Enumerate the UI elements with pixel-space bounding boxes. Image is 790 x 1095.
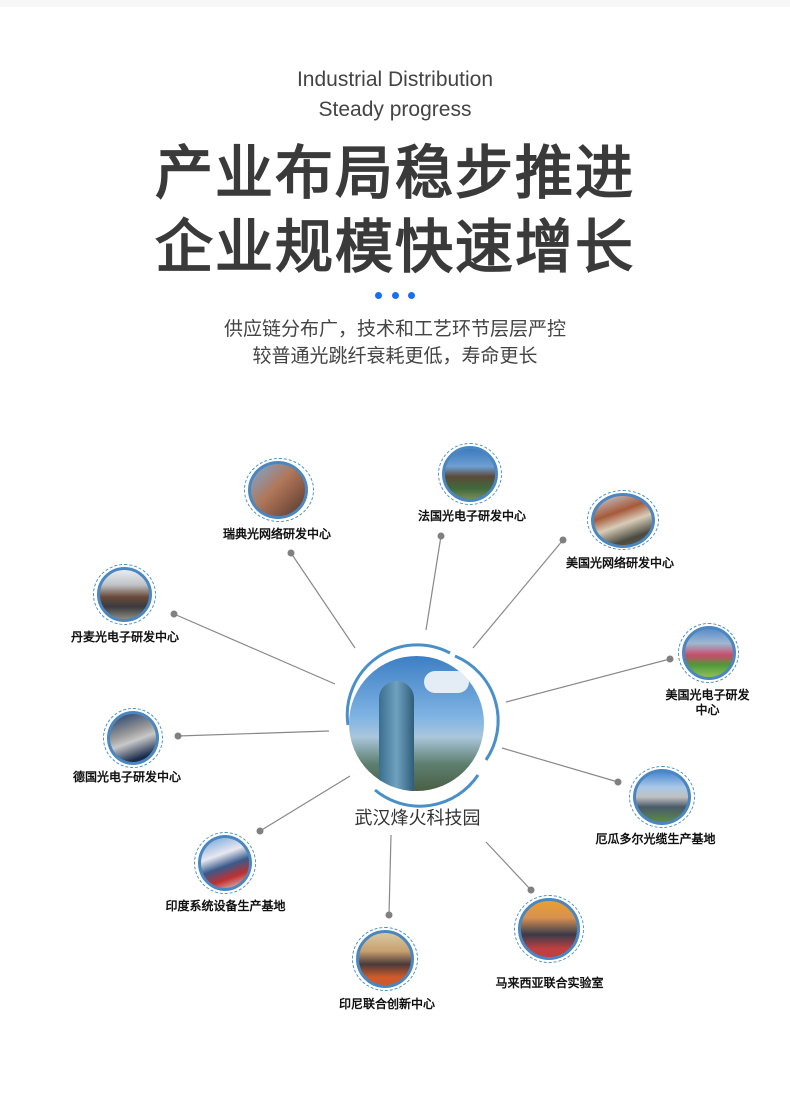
node-label: 马来西亚联合实验室 [495,976,604,990]
top-strip [0,0,790,7]
subtitle-line1: 供应链分布广，技术和工艺环节层层严控 [223,318,566,340]
office-tower-photo [349,656,484,791]
group-photo [97,567,152,622]
node-label: 瑞典光网络研发中心 [222,527,331,541]
node-label: 美国光电子研发中心 [665,688,750,717]
node-label: 美国光网络研发中心 [565,556,674,570]
node-label: 厄瓜多尔光缆生产基地 [595,832,716,846]
node-label: 印尼联合创新中心 [338,997,435,1011]
lawn-building-photo [682,626,736,680]
decorative-dots [375,292,415,300]
dot-icon [391,292,399,299]
dot-icon [375,292,382,299]
center-label: 武汉烽火科技园 [354,808,481,829]
modern-building-photo [442,446,498,502]
node-label: 德国光电子研发中心 [72,770,181,784]
page-title-line1: 产业布局稳步推进 [154,139,635,207]
terraced-building-photo [591,493,655,548]
dot-icon [408,292,415,299]
factory-facade-photo [198,835,252,891]
ceremony-photo [356,930,414,988]
office-block-photo [107,711,159,765]
factory-aerial-photo [633,769,691,825]
page-title-line2: 企业规模快速增长 [154,213,635,281]
subtitle-line2: 较普通光跳纤衰耗更低，寿命更长 [252,345,538,367]
signing-ceremony-photo [518,898,580,960]
node-label: 法国光电子研发中心 [417,509,526,523]
english-heading-line2: Steady progress [318,98,472,121]
node-label: 印度系统设备生产基地 [165,899,286,913]
brick-building-photo [248,461,308,519]
english-heading-line1: Industrial Distribution [296,68,494,91]
node-label: 丹麦光电子研发中心 [70,630,179,644]
